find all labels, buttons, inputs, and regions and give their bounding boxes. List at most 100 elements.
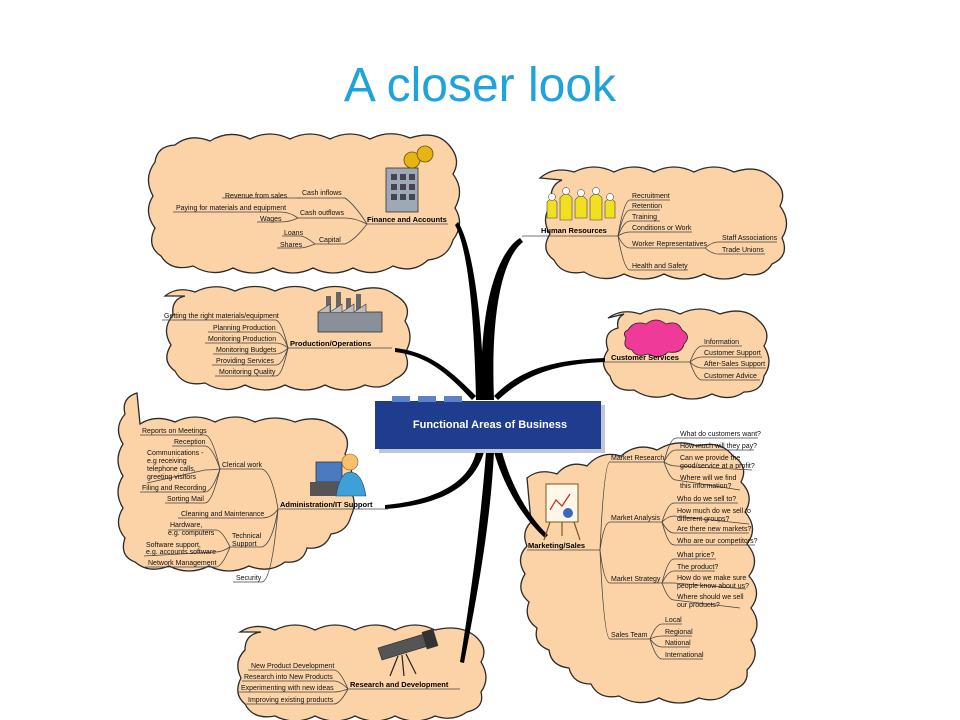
production-item: Monitoring Budgets bbox=[216, 347, 277, 354]
research-item: Experimenting with new ideas bbox=[241, 685, 334, 692]
admin-cloud bbox=[117, 392, 355, 572]
marketing-team-item: Regional bbox=[665, 629, 693, 636]
marketing-analysis-item: different groups? bbox=[677, 516, 730, 523]
marketing-team-item: National bbox=[665, 640, 691, 647]
finance-capital: Capital bbox=[319, 237, 341, 244]
admin-tech-item: Software support, bbox=[146, 542, 201, 549]
marketing-research-item: good/service at a profit? bbox=[680, 463, 755, 470]
factory-icon bbox=[317, 292, 383, 333]
finance-shares: Shares bbox=[280, 242, 303, 249]
hr-cloud bbox=[538, 166, 788, 280]
admin-clerical-item: Sorting Mail bbox=[167, 496, 204, 503]
customer-item: Customer Support bbox=[704, 350, 761, 357]
telescope-icon bbox=[377, 628, 439, 677]
marketing-strategy-item: Where should we sell bbox=[677, 594, 744, 601]
finance-wages: Wages bbox=[260, 216, 282, 223]
admin-clerical: Clerical work bbox=[222, 462, 263, 469]
tab-decoration bbox=[392, 396, 410, 402]
page-title: A closer look bbox=[343, 59, 617, 112]
marketing-strategy-item: How do we make sure bbox=[677, 575, 746, 582]
hr-rep-item: Staff Associations bbox=[722, 235, 778, 242]
finance-cloud bbox=[147, 133, 461, 274]
hr-rep-item: Trade Unions bbox=[722, 247, 764, 254]
finance-revenue: Revenue from sales bbox=[225, 193, 288, 200]
customer-item: Information bbox=[704, 339, 739, 346]
marketing-research-item: How much will they pay? bbox=[680, 443, 757, 450]
hr-item: Worker Representatives bbox=[632, 241, 707, 248]
speech-bubble-icon bbox=[624, 319, 688, 357]
admin-clerical-item: Filing and Recording bbox=[142, 485, 206, 492]
marketing-research-item: Can we provide the bbox=[680, 455, 740, 462]
center-box bbox=[375, 401, 601, 449]
marketing-strategy-item: The product? bbox=[677, 564, 718, 571]
people-icon bbox=[546, 187, 616, 221]
research-item: Research into New Products bbox=[244, 674, 333, 681]
research-label: Research and Development bbox=[350, 680, 449, 689]
marketing-research-item: this information? bbox=[680, 483, 731, 490]
hr-item: Recruitment bbox=[632, 193, 670, 200]
marketing-strategy-item: people know about us? bbox=[677, 583, 749, 590]
admin-clerical-item: Reports on Meetings bbox=[142, 428, 207, 435]
admin-support: Support bbox=[232, 541, 257, 548]
finance-cash-outflows: Cash outflows bbox=[300, 210, 344, 217]
finance-paying: Paying for materials and equipment bbox=[176, 205, 286, 212]
admin-tech-item: Network Management bbox=[148, 560, 217, 567]
customer-item: Customer Advice bbox=[704, 373, 757, 380]
marketing-strategy-item: What price? bbox=[677, 552, 714, 559]
center-label: Functional Areas of Business bbox=[413, 419, 567, 431]
research-item: Improving existing products bbox=[248, 697, 334, 704]
admin-tech-item: e.g. computers bbox=[168, 530, 215, 537]
flipchart-icon bbox=[543, 483, 581, 541]
admin-security: Security bbox=[236, 575, 262, 582]
marketing-research-item: Where will we find bbox=[680, 475, 737, 482]
admin-clerical-item: e.g receiving bbox=[147, 458, 187, 465]
hr-item: Health and Safety bbox=[632, 263, 688, 270]
admin-tech-item: Hardware, bbox=[170, 522, 202, 529]
marketing-analysis-item: Who are our competitors? bbox=[677, 538, 758, 545]
customer-item: After-Sales Support bbox=[704, 361, 765, 368]
production-item: Monitoring Production bbox=[208, 336, 276, 343]
production-item: Monitoring Quality bbox=[219, 369, 276, 376]
admin-label: Administration/IT Support bbox=[280, 500, 373, 509]
finance-cash-inflows: Cash inflows bbox=[302, 190, 342, 197]
admin-tech-item: e.g. accounts software bbox=[146, 549, 216, 556]
marketing-team-item: International bbox=[665, 652, 704, 659]
tab-decoration bbox=[444, 396, 462, 402]
marketing-research-item: What do customers want? bbox=[680, 431, 761, 438]
marketing-analysis: Market Analysis bbox=[611, 515, 661, 522]
marketing-label: Marketing/Sales bbox=[528, 541, 585, 550]
marketing-analysis-item: Who do we sell to? bbox=[677, 496, 736, 503]
hr-label: Human Resources bbox=[541, 226, 607, 235]
production-item: Getting the right materials/equipment bbox=[164, 313, 279, 320]
admin-clerical-item: Communications - bbox=[147, 450, 204, 457]
marketing-research: Market Research bbox=[611, 455, 664, 462]
finance-loans: Loans bbox=[284, 230, 304, 237]
tab-decoration bbox=[418, 396, 436, 402]
research-item: New Product Development bbox=[251, 663, 334, 670]
production-item: Planning Production bbox=[213, 325, 276, 332]
hr-item: Retention bbox=[632, 203, 662, 210]
marketing-strategy: Market Strategy bbox=[611, 576, 661, 583]
research-cloud bbox=[237, 624, 487, 720]
marketing-cloud bbox=[519, 442, 758, 704]
finance-label: Finance and Accounts bbox=[367, 215, 447, 224]
central-trunk bbox=[385, 222, 605, 663]
marketing-team-item: Local bbox=[665, 617, 682, 624]
production-item: Providing Services bbox=[216, 358, 274, 365]
admin-technical: Technical bbox=[232, 533, 262, 540]
customer-label: Customer Services bbox=[611, 353, 679, 362]
admin-clerical-item: telephone calls, bbox=[147, 466, 196, 473]
finance-icon bbox=[385, 145, 434, 213]
marketing-analysis-item: Are there new markets? bbox=[677, 526, 751, 533]
marketing-strategy-item: our products? bbox=[677, 602, 720, 609]
hr-item: Training bbox=[632, 214, 657, 221]
hr-item: Conditions or Work bbox=[632, 225, 692, 232]
marketing-analysis-item: How much do we sell to bbox=[677, 508, 751, 515]
marketing-team: Sales Team bbox=[611, 632, 648, 639]
admin-clerical-item: greeting visitors bbox=[147, 474, 197, 481]
production-cloud bbox=[163, 285, 411, 391]
admin-clerical-item: Reception bbox=[174, 439, 206, 446]
admin-cleaning: Cleaning and Maintenance bbox=[181, 511, 264, 518]
production-label: Production/Operations bbox=[290, 339, 371, 348]
